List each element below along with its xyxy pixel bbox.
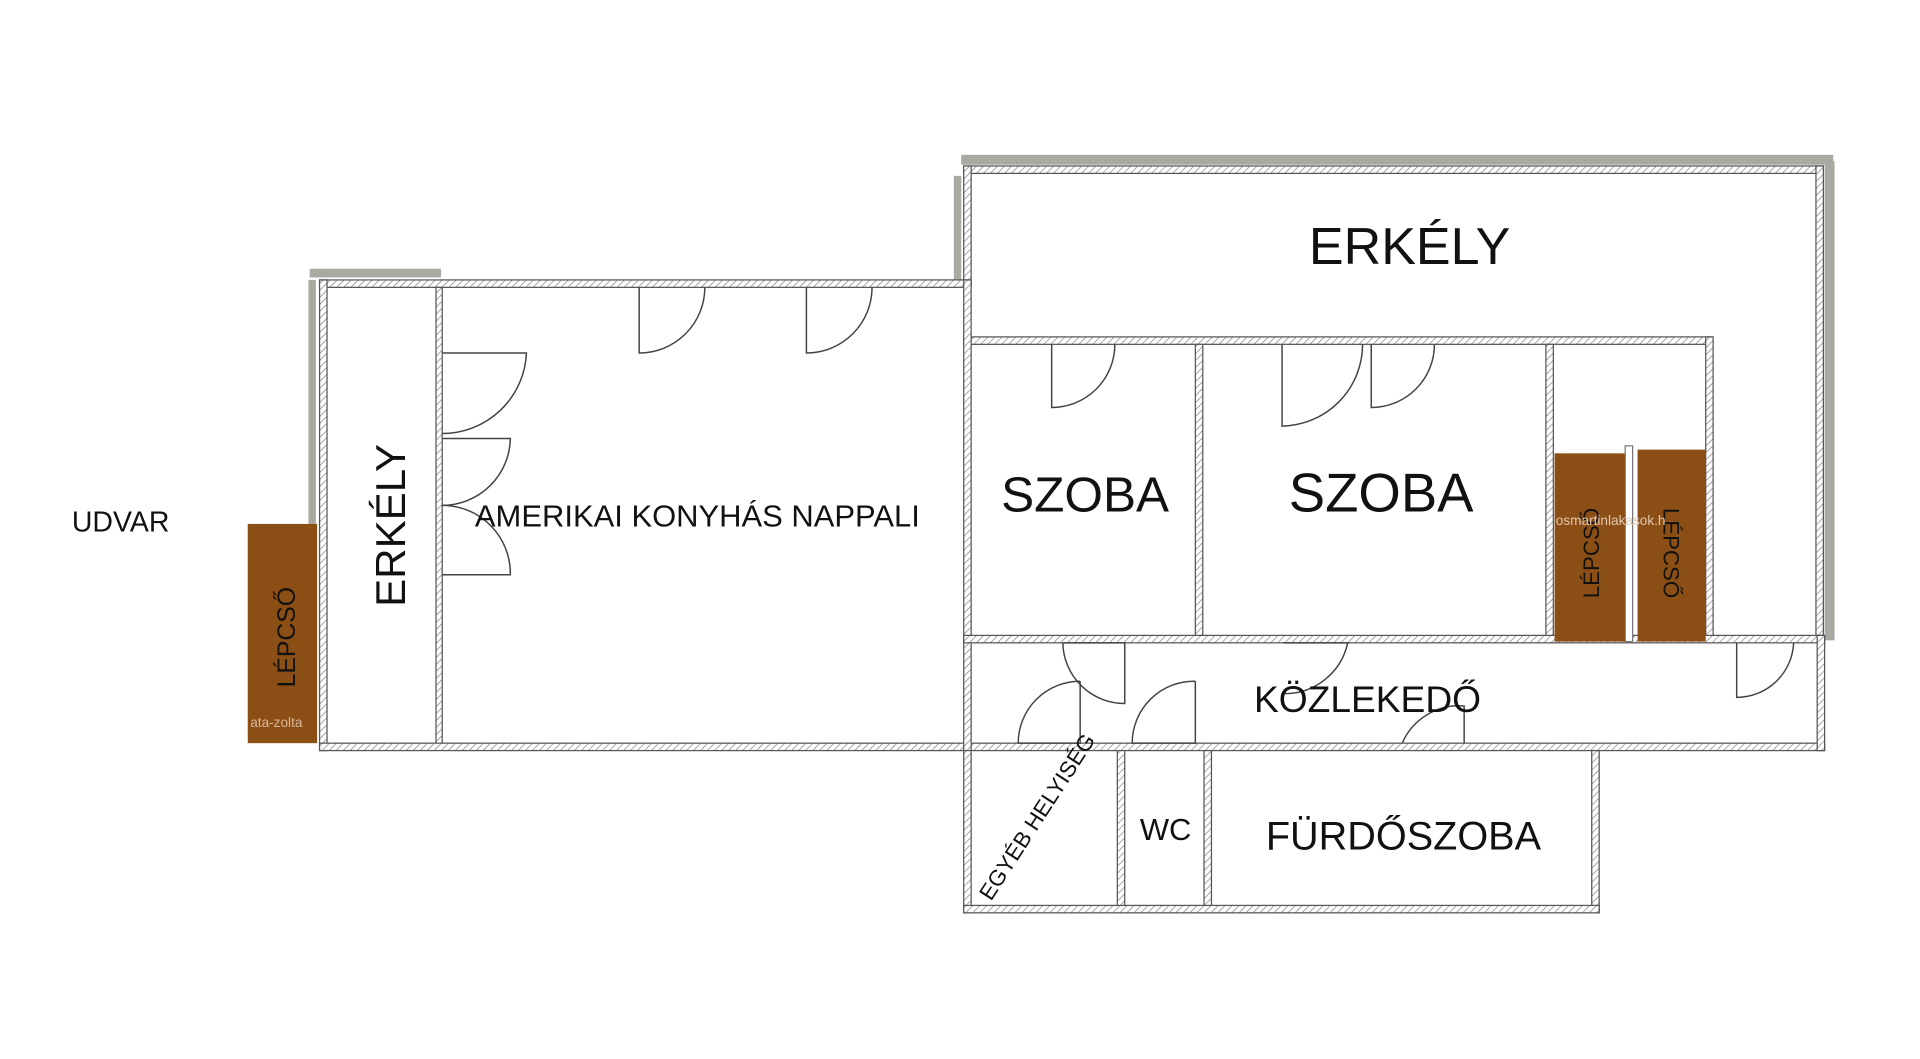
room-wc: WC	[1140, 812, 1192, 847]
exterior-shadows	[308, 154, 1835, 647]
stair-right-1: LÉPCSŐ	[1554, 453, 1626, 642]
room-nappali: AMERIKAI KONYHÁS NAPPALI	[475, 498, 920, 533]
stair-right-2: LÉPCSŐ osmartinlakasok.h	[1556, 449, 1706, 642]
room-szoba-1: SZOBA	[1001, 468, 1169, 523]
room-erkely-top: ERKÉLY	[1309, 218, 1510, 276]
stair-left-label: LÉPCSŐ	[274, 587, 301, 687]
room-furdoszoba: FÜRDŐSZOBA	[1266, 815, 1542, 859]
stair-left: LÉPCSŐ ata-zolta	[247, 523, 318, 744]
doors	[442, 287, 1795, 744]
walls	[318, 165, 1826, 914]
watermark: ata-zolta	[250, 715, 303, 730]
room-egyeb-helyiseg: EGYÉB HELYISÉG	[974, 729, 1100, 904]
watermark: osmartinlakasok.h	[1556, 513, 1666, 528]
room-kozlekedo: KÖZLEKEDŐ	[1254, 678, 1481, 720]
stair-right-2-label: LÉPCSŐ	[1659, 508, 1684, 598]
room-szoba-2: SZOBA	[1289, 463, 1474, 524]
label-udvar: UDVAR	[72, 506, 170, 538]
room-erkely-left: ERKÉLY	[367, 444, 414, 607]
stair-right-1-label: LÉPCSŐ	[1579, 508, 1604, 598]
